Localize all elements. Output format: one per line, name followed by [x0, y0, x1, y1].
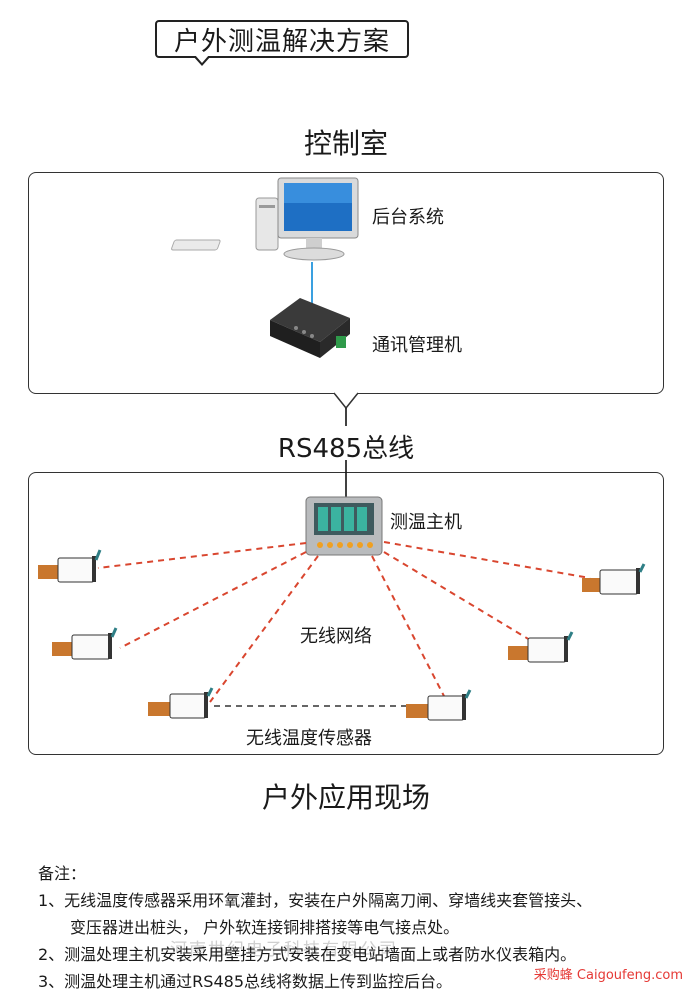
sensor-left-bottom: [148, 687, 214, 719]
wireless-sensor-label: 无线温度传感器: [246, 728, 372, 749]
diagram-title: 户外测温解决方案: [155, 20, 409, 58]
notes-section: 备注： 1、无线温度传感器采用环氧灌封，安装在户外隔离刀闸、穿墙线夹套管接头、 …: [38, 860, 678, 995]
wireless-network-label: 无线网络: [300, 626, 372, 647]
link-left-mid: [119, 551, 307, 649]
link-right-bottom: [371, 555, 447, 701]
host-unit-label: 测温主机: [390, 512, 462, 533]
computer-icon: [171, 177, 359, 261]
brand-logo[interactable]: 采购蜂 Caigoufeng.com: [533, 968, 683, 983]
watermark: 河南世纪电子科技有限公司: [170, 940, 398, 960]
field-site-heading: 户外应用现场: [261, 781, 430, 814]
sensor-left-top: [38, 549, 102, 583]
sensor-right-mid: [508, 631, 574, 663]
control-room-heading: 控制室: [303, 127, 388, 160]
rs485-bus-label: RS485总线: [277, 434, 415, 464]
backend-system-label: 后台系统: [372, 207, 444, 228]
control-panel-pointer: [333, 392, 359, 410]
note-item: 2、测温处理主机安装采用壁挂方式安装在变电站墙面上或者防水仪表箱内。: [38, 945, 577, 964]
link-right-mid: [383, 551, 531, 641]
note-item: 3、测温处理主机通过RS485总线将数据上传到监控后台。: [38, 972, 452, 991]
sensor-left-mid: [52, 627, 118, 660]
title-pointer-fill: [195, 55, 209, 63]
link-right-top: [383, 541, 591, 579]
wireless-links: [97, 541, 591, 703]
link-left-top: [97, 542, 307, 569]
comm-manager-label: 通讯管理机: [372, 335, 462, 356]
note-item: 变压器进出桩头， 户外软连接铜排搭接等电气接点处。: [70, 918, 460, 937]
note-item: 1、无线温度传感器采用环氧灌封，安装在户外隔离刀闸、穿墙线夹套管接头、: [38, 891, 593, 910]
sensor-right-bottom: [406, 689, 472, 721]
notes-heading: 备注：: [38, 864, 87, 883]
sensor-right-top: [582, 563, 646, 595]
host-unit-icon: [305, 496, 383, 556]
comm-manager-icon: [270, 298, 350, 358]
link-left-bottom: [209, 555, 319, 703]
